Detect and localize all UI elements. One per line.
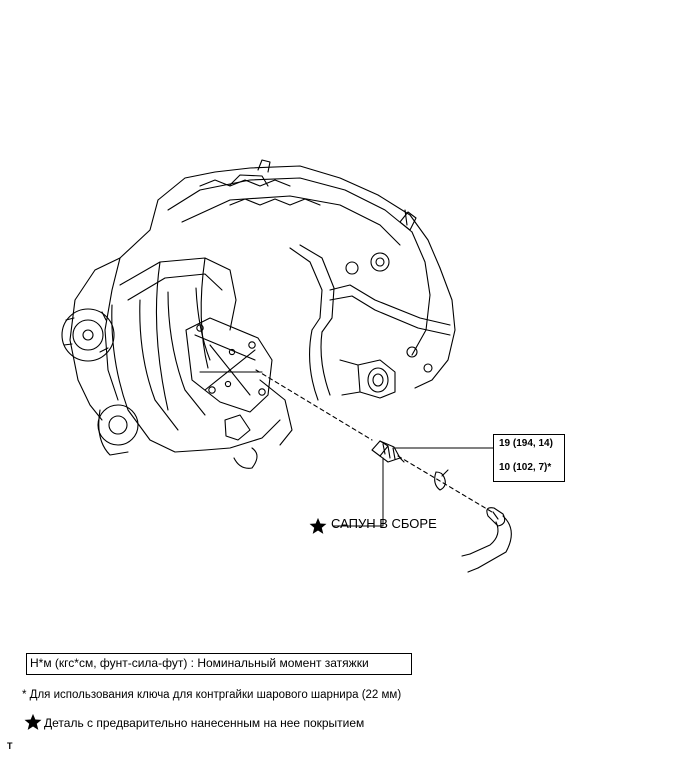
star-icon <box>24 713 42 730</box>
precoated-part-note: Деталь с предварительно нанесенным на не… <box>44 716 365 730</box>
star-icon <box>309 517 327 534</box>
torque-units-text: Н*м (кгс*см, фунт-сила-фут) : Номинальны… <box>30 656 369 670</box>
torque-spec-box: 19 (194, 14) 10 (102, 7)* <box>493 434 565 482</box>
torque-spec-primary: 19 (194, 14) <box>499 438 553 449</box>
corner-mark: T <box>7 741 13 751</box>
torque-spec-secondary: 10 (102, 7)* <box>499 462 552 473</box>
part-name-label: САПУН В СБОРЕ <box>331 516 437 531</box>
engine-block <box>61 165 456 456</box>
intake-manifold <box>111 257 293 469</box>
torque-units-legend: Н*м (кгс*см, фунт-сила-фут) : Номинальны… <box>26 653 412 675</box>
breather-plug <box>371 440 405 463</box>
hoses-and-pipes <box>229 159 451 401</box>
wrench-footnote: * Для использования ключа для контргайки… <box>22 689 402 701</box>
ventilation-hose <box>461 507 512 573</box>
hose-clip <box>434 469 449 491</box>
part-leader-line <box>332 457 384 527</box>
